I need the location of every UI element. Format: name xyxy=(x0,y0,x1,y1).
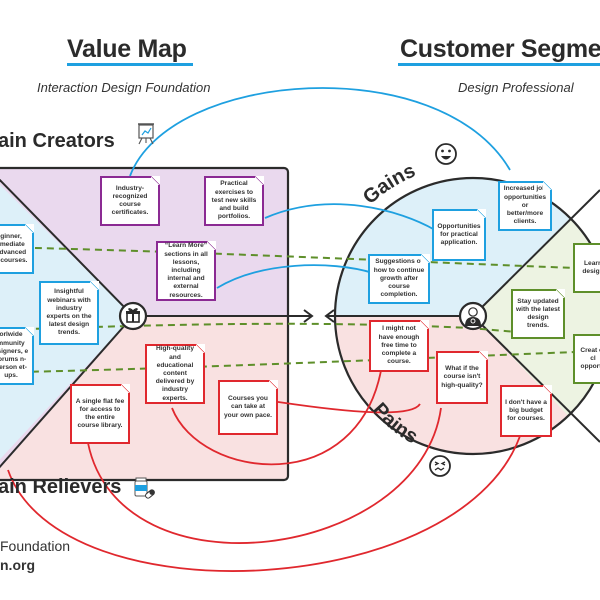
pain-note: I don't have a big budget for courses. xyxy=(500,385,552,437)
pain-reliever-note: Courses you can take at your own pace. xyxy=(218,380,278,435)
gain-creator-note: Practical exercises to test new skills a… xyxy=(204,176,264,226)
gain-creator-note: “Learn More” sections in all lessons, in… xyxy=(156,241,216,301)
gain-note: Increased job opportunities or better/mo… xyxy=(498,181,552,231)
presentation-chart-icon xyxy=(138,123,154,145)
product-service-note: orlwide mmunity esigners, e forums n-per… xyxy=(0,327,34,385)
customer-job-note: Stay updated with the latest design tren… xyxy=(511,289,565,339)
product-service-note: ginner, rmediate advanced n courses. xyxy=(0,224,34,274)
gain-creators-heading: ain Creators xyxy=(0,130,115,152)
product-service-note: Insightful webinars with industry expert… xyxy=(39,281,99,345)
footer-website[interactable]: n.org xyxy=(0,557,35,573)
gain-note: Opportunities for practical application. xyxy=(432,209,486,261)
customer-job-note: Creat or cl opportu xyxy=(573,334,600,384)
customer-segment-title-underline xyxy=(398,63,600,66)
customer-job-note: Learn design xyxy=(573,243,600,293)
customer-segment-subtitle: Design Professional xyxy=(458,80,574,95)
pain-note: What if the course isn't high-quality? xyxy=(436,351,488,404)
pain-note: I might not have enough free time to com… xyxy=(369,320,429,372)
sad-face-icon xyxy=(429,455,451,477)
footer-organization: Foundation xyxy=(0,538,71,554)
pain-relievers-heading: ain Relievers xyxy=(0,476,122,498)
gain-note: Suggestions of how to continue growth af… xyxy=(368,254,430,304)
value-map-title: Value Map xyxy=(67,35,187,63)
pain-reliever-note: High-quality and educational content del… xyxy=(145,344,205,404)
value-map-title-underline xyxy=(67,63,193,66)
gain-creator-note: Industry-recognized course certificates. xyxy=(100,176,160,226)
happy-face-icon xyxy=(435,143,457,165)
fit-arrows xyxy=(288,309,340,323)
customer-segment-title: Customer Segme xyxy=(400,35,600,63)
pill-bottle-icon xyxy=(134,477,155,499)
value-map-subtitle: Interaction Design Foundation xyxy=(37,80,211,95)
person-icon xyxy=(458,301,488,331)
pain-reliever-note: A single flat fee for access to the enti… xyxy=(70,384,130,444)
pain-links xyxy=(7,364,523,572)
gain-links xyxy=(129,87,511,289)
gift-icon xyxy=(118,301,148,331)
